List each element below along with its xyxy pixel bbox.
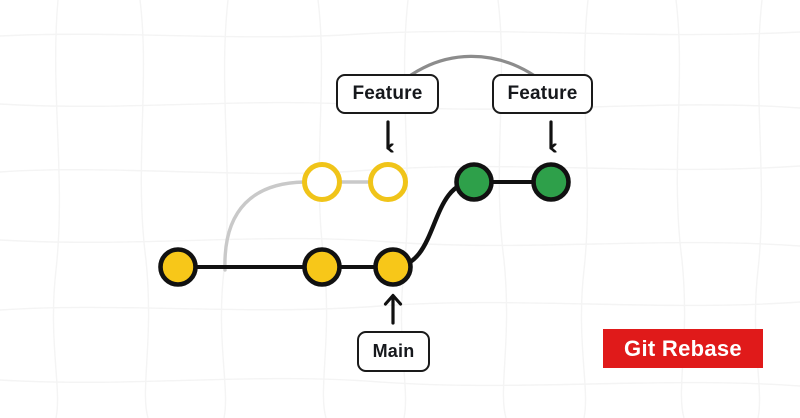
feature-label-left-text: Feature xyxy=(352,83,423,104)
ghost-branch-edges xyxy=(223,180,372,272)
commit-node-main[interactable] xyxy=(158,247,198,287)
git-rebase-badge: Git Rebase xyxy=(603,329,763,368)
commit-node-main[interactable] xyxy=(302,247,342,287)
commit-node-main[interactable] xyxy=(373,247,413,287)
commit-node-main-group xyxy=(158,247,413,287)
commit-node-ghost[interactable] xyxy=(302,162,342,202)
commit-node-rebased[interactable] xyxy=(531,162,571,202)
main-label[interactable]: Main xyxy=(357,331,430,372)
main-branch-edges xyxy=(176,179,553,270)
commit-node-rebased[interactable] xyxy=(454,162,494,202)
feature-label-left[interactable]: Feature xyxy=(336,74,439,114)
commit-node-ghost-group xyxy=(302,162,408,202)
arrow-up-main-icon xyxy=(383,293,403,325)
git-rebase-badge-text: Git Rebase xyxy=(624,335,742,361)
commit-node-ghost[interactable] xyxy=(368,162,408,202)
commit-node-rebased-group xyxy=(454,162,571,202)
main-label-text: Main xyxy=(372,341,415,361)
feature-label-right-text: Feature xyxy=(507,83,578,104)
feature-label-right[interactable]: Feature xyxy=(492,74,593,114)
